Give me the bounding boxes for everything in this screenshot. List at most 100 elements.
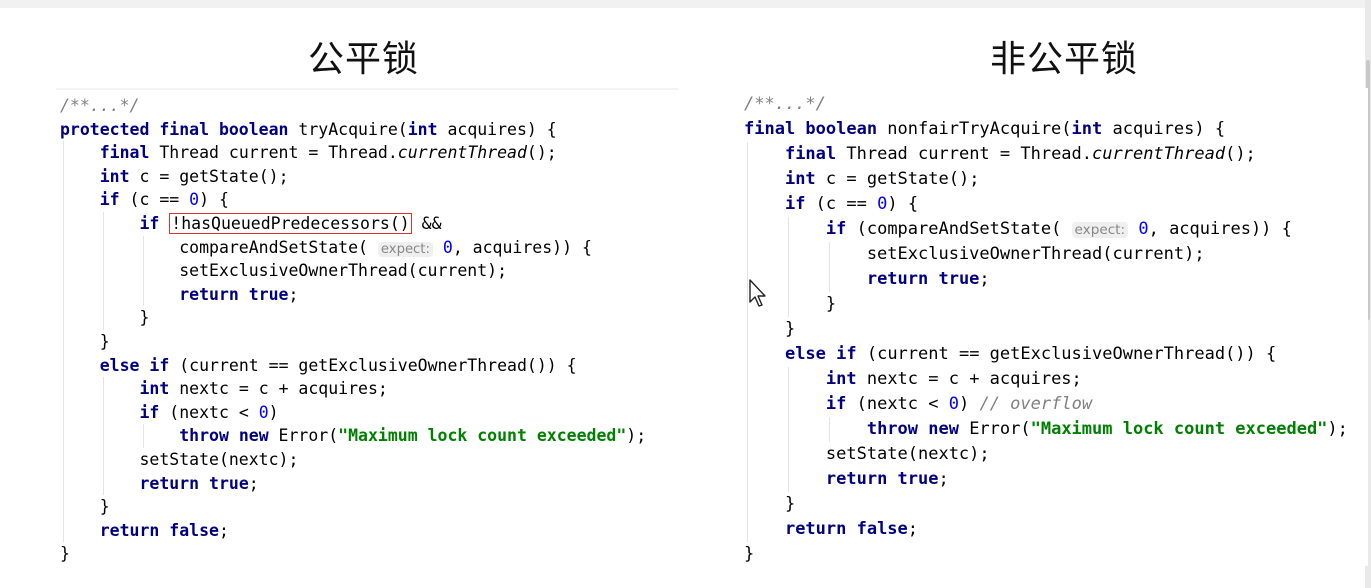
code-token xyxy=(60,379,139,398)
code-line: throw new Error("Maximum lock count exce… xyxy=(744,417,1348,442)
indent-guide xyxy=(829,417,831,442)
code-line: setState(nextc); xyxy=(60,448,298,472)
code-line: return true; xyxy=(744,267,990,292)
code-token: if xyxy=(139,402,160,422)
mouse-pointer-icon xyxy=(748,278,768,312)
vertical-scrollbar[interactable] xyxy=(1365,0,1371,588)
indent-guide xyxy=(103,377,104,496)
code-token: ); xyxy=(626,426,647,446)
scrollbar-thumb[interactable] xyxy=(1366,60,1370,320)
code-line: protected final boolean tryAcquire(int a… xyxy=(60,118,557,142)
code-token: nextc = c + acquires; xyxy=(856,369,1082,389)
code-line: return true; xyxy=(60,283,298,307)
code-token: (); xyxy=(526,143,557,163)
code-token: if xyxy=(784,194,806,214)
code-line: } xyxy=(60,542,70,566)
code-token: Thread current = Thread. xyxy=(836,144,1093,164)
code-token: c = getState(); xyxy=(129,166,289,186)
code-token: if xyxy=(825,219,847,239)
code-token: compareAndSetState( xyxy=(60,237,378,257)
code-token: (nextc < xyxy=(846,394,949,414)
code-token xyxy=(60,167,100,186)
code-token: currentThread xyxy=(1092,144,1226,164)
code-token: 0 xyxy=(189,190,200,210)
code-token: acquires) { xyxy=(1102,119,1226,139)
code-token: int xyxy=(99,166,130,186)
highlighted-call: !hasQueuedPredecessors() xyxy=(169,213,412,234)
code-token: 0 xyxy=(442,237,453,257)
code-line: final Thread current = Thread.currentThr… xyxy=(744,142,1256,167)
code-line: return true; xyxy=(744,467,949,492)
code-token xyxy=(744,519,785,539)
code-token: } xyxy=(60,332,110,351)
code-token: setState(nextc); xyxy=(744,444,990,464)
indent-guide xyxy=(103,212,104,330)
code-token: } xyxy=(60,308,150,328)
nonfair-lock-title: 非公平锁 xyxy=(990,39,1139,80)
code-token xyxy=(60,214,139,233)
code-token: final boolean xyxy=(744,119,878,139)
code-token xyxy=(433,238,443,257)
code-line: if (nextc < 0) xyxy=(60,401,278,425)
code-token: int xyxy=(825,369,857,389)
code-token xyxy=(744,194,785,214)
code-token: if xyxy=(139,214,160,233)
code-token xyxy=(60,521,100,540)
code-token: nextc = c + acquires; xyxy=(169,379,388,399)
code-token: (c == xyxy=(805,194,878,214)
code-line: } xyxy=(744,492,795,517)
code-line: compareAndSetState( expect: 0, acquires)… xyxy=(60,236,592,260)
code-token xyxy=(744,394,826,414)
code-token: (c == xyxy=(119,190,190,210)
code-token: nonfairTryAcquire( xyxy=(877,119,1072,139)
code-line: } xyxy=(60,495,110,519)
code-token: Error( xyxy=(958,419,1031,439)
code-token: return true xyxy=(825,469,939,489)
code-token: int xyxy=(139,379,170,399)
code-token: , acquires)) { xyxy=(1148,219,1292,239)
code-line: /**...*/ xyxy=(60,94,139,118)
code-line: } xyxy=(744,292,836,317)
indent-guide xyxy=(788,367,790,492)
fair-lock-title: 公平锁 xyxy=(308,39,420,80)
code-token: ; xyxy=(907,519,919,539)
code-token: "Maximum lock count exceeded" xyxy=(338,426,627,446)
code-token: ) { xyxy=(887,194,919,214)
code-token: (current == getExclusiveOwnerThread()) { xyxy=(856,344,1277,364)
indent-guide xyxy=(143,424,144,448)
code-line: } xyxy=(744,542,754,567)
code-token xyxy=(159,214,169,233)
code-token: currentThread xyxy=(397,143,527,163)
indent-guide xyxy=(143,235,144,307)
code-line: if (nextc < 0) // overflow xyxy=(744,392,1092,417)
code-token: return true xyxy=(866,269,980,289)
code-token: ) { xyxy=(199,190,229,210)
code-line: /**...*/ xyxy=(744,92,826,117)
code-token: ; xyxy=(248,473,259,493)
code-token xyxy=(60,143,100,162)
code-line: } xyxy=(60,306,149,330)
code-line: final boolean nonfairTryAcquire(int acqu… xyxy=(744,117,1225,142)
code-token xyxy=(744,369,826,389)
indent-guide xyxy=(63,141,64,543)
code-token: && xyxy=(411,214,442,233)
code-token: acquires) { xyxy=(437,119,557,139)
code-line: } xyxy=(60,330,110,354)
nonfair-lock-code-panel: /**...*/ final boolean nonfairTryAcquire(… xyxy=(740,88,1368,566)
code-token: c = getState(); xyxy=(815,169,980,189)
code-token: "Maximum lock count exceeded" xyxy=(1030,419,1328,439)
code-token: } xyxy=(744,544,755,564)
code-token: setExclusiveOwnerThread(current); xyxy=(744,244,1205,264)
code-line: if (c == 0) { xyxy=(744,192,918,217)
code-line: throw new Error("Maximum lock count exce… xyxy=(60,424,646,448)
code-token: /**...*/ xyxy=(744,94,826,114)
code-token: if xyxy=(99,190,120,210)
code-token: Thread current = Thread. xyxy=(149,143,398,163)
code-token: (compareAndSetState( xyxy=(846,219,1072,239)
code-token xyxy=(60,285,179,304)
code-token: } xyxy=(60,544,70,564)
code-token: throw new xyxy=(866,419,959,439)
code-token: /**...*/ xyxy=(60,96,140,115)
code-line: if (compareAndSetState( expect: 0, acqui… xyxy=(744,217,1292,242)
code-line: int nextc = c + acquires; xyxy=(744,367,1082,392)
